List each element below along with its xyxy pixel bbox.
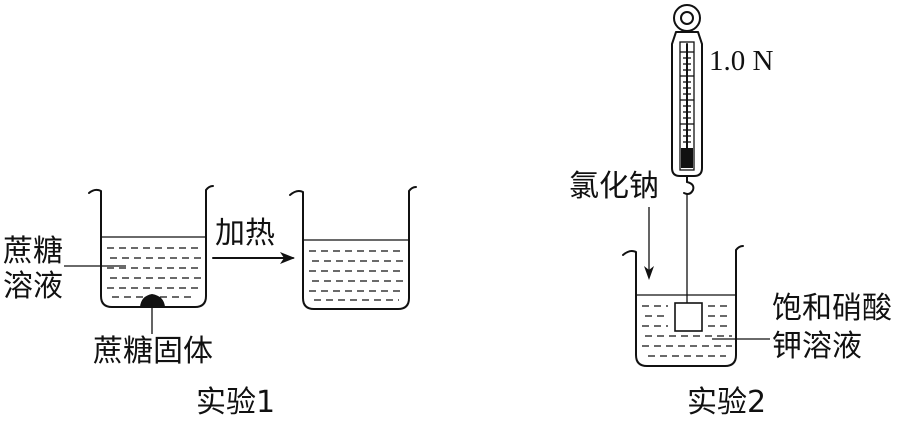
beaker-3-liquid-hatching <box>642 305 732 357</box>
spring-scale-slot <box>679 41 695 171</box>
sodium-chloride-block <box>674 302 703 332</box>
spring-scale-pointer <box>681 148 693 168</box>
sodium-chloride-arrow <box>644 207 654 280</box>
scale-reading-label: 1.0 N <box>709 45 774 77</box>
beaker-1-liquid-hatching <box>107 247 202 298</box>
beaker-2-liquid-hatching <box>309 250 405 301</box>
sugar-solid-label: 蔗糖固体 <box>93 334 213 369</box>
beaker-1 <box>88 185 214 308</box>
kno3-solution-label-line2: 钾溶液 <box>772 329 862 364</box>
sugar-solution-label-line2: 溶液 <box>3 269 63 304</box>
beaker-3 <box>622 245 744 367</box>
experiment-1-caption: 实验1 <box>196 385 275 420</box>
heating-arrow <box>212 252 295 264</box>
kno3-solution-label-line1: 饱和硝酸 <box>772 291 892 326</box>
experiment-2-caption: 实验2 <box>687 385 766 420</box>
beaker-3-outline <box>622 245 744 367</box>
beaker-2-outline <box>289 186 417 310</box>
beaker-2 <box>289 186 417 310</box>
spring-scale-ring-inner <box>680 11 694 25</box>
spring-scale-ring <box>673 4 701 32</box>
experiment-2: 1.0 N 氯化钠 饱和硝 <box>569 4 892 420</box>
experiment-1: 蔗糖 溶液 蔗糖固体 加热 实验1 <box>3 185 417 420</box>
spring-scale-body <box>671 31 703 177</box>
sodium-chloride-label: 氯化钠 <box>569 169 659 204</box>
sugar-solution-label-line1: 蔗糖 <box>3 234 63 269</box>
heating-label: 加热 <box>215 216 275 251</box>
spring-scale-ticks <box>680 51 694 143</box>
spring-scale <box>671 4 703 195</box>
beaker-1-outline <box>88 185 214 308</box>
spring-scale-hook <box>683 181 695 195</box>
